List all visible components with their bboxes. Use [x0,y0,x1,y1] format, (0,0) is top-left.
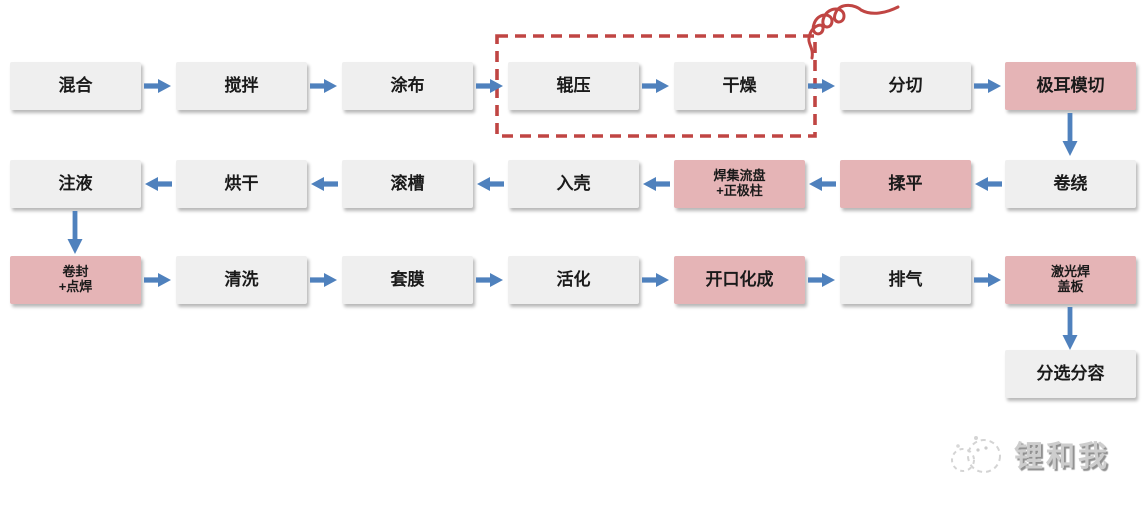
flow-node: 卷绕 [1005,160,1136,208]
flow-node: 卷封 +点焊 [10,256,141,304]
arrow-left-icon [311,177,338,191]
flow-node-final: 分选分容 [1005,350,1136,398]
arrow-left-icon [145,177,172,191]
flow-node: 焊集流盘 +正极柱 [674,160,805,208]
flow-node: 分切 [840,62,971,110]
arrow-right-icon [144,79,171,93]
flow-node: 清洗 [176,256,307,304]
flow-node: 激光焊 盖板 [1005,256,1136,304]
flow-node: 排气 [840,256,971,304]
arrow-right-icon [642,79,669,93]
flow-node: 套膜 [342,256,473,304]
flow-node: 入壳 [508,160,639,208]
arrow-left-icon [477,177,504,191]
flow-node: 辊压 [508,62,639,110]
doodle-logo-icon [951,436,1001,473]
flow-node: 揉平 [840,160,971,208]
arrow-down-icon [67,211,83,254]
arrow-right-icon [476,273,503,287]
arrow-right-icon [476,79,503,93]
flow-node: 干燥 [674,62,805,110]
flow-node: 搅拌 [176,62,307,110]
arrow-left-icon [809,177,836,191]
flow-node: 烘干 [176,160,307,208]
arrow-right-icon [144,273,171,287]
flow-node: 极耳模切 [1005,62,1136,110]
arrow-right-icon [808,273,835,287]
watermark-text: 锂和我 [1014,441,1111,473]
flow-node: 开口化成 [674,256,805,304]
arrow-right-icon [974,273,1001,287]
watermark-logo: 锂和我 [948,428,1110,480]
arrow-right-icon [974,79,1001,93]
arrow-down-icon [1062,113,1078,156]
flow-node: 活化 [508,256,639,304]
arrow-right-icon [642,273,669,287]
arrow-left-icon [643,177,670,191]
arrow-right-icon [310,273,337,287]
arrow-down-icon [1062,307,1078,350]
flow-node: 滚槽 [342,160,473,208]
flow-node: 涂布 [342,62,473,110]
flow-node: 混合 [10,62,141,110]
scribble-annotation-icon [807,3,900,60]
arrow-right-icon [310,79,337,93]
flow-node: 注液 [10,160,141,208]
arrow-left-icon [975,177,1002,191]
arrow-right-icon [808,79,835,93]
